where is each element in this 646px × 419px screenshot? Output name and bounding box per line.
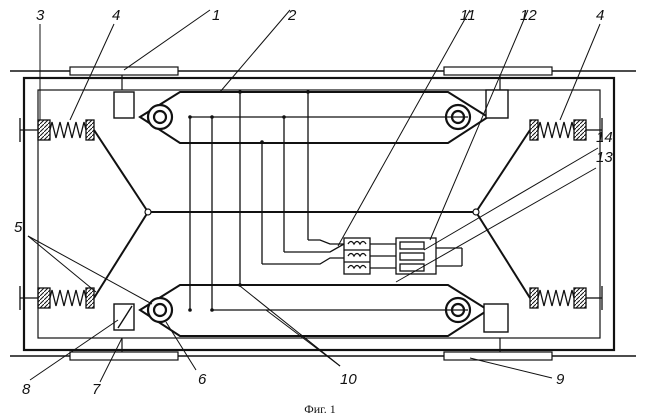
reference-labels: 1 2 3 4 4 11 12 14 13 5 8 7 6 10 9: [14, 7, 613, 398]
label-14: 14: [596, 129, 613, 146]
coil-block: [344, 238, 370, 274]
wheel-sets: [148, 105, 470, 322]
resistor-block: [370, 238, 462, 274]
label-4-left: 4: [112, 7, 120, 24]
label-3: 3: [36, 7, 45, 24]
label-9: 9: [556, 371, 565, 388]
figure-caption: Фиг. 1: [304, 402, 335, 416]
car-body-frame: [24, 78, 614, 350]
bogie-frames: [140, 92, 488, 336]
sensor-8: [114, 304, 134, 330]
label-12: 12: [520, 7, 537, 24]
label-6: 6: [198, 371, 207, 388]
label-10: 10: [340, 371, 357, 388]
linkage-rods: [94, 130, 530, 298]
label-13: 13: [596, 149, 613, 166]
label-5: 5: [14, 219, 23, 236]
rails: [10, 71, 636, 356]
label-2: 2: [287, 7, 297, 24]
label-7: 7: [92, 381, 101, 398]
label-8: 8: [22, 381, 31, 398]
label-11: 11: [460, 7, 476, 24]
label-4-right: 4: [596, 7, 604, 24]
junction-dots: [188, 90, 310, 312]
label-1: 1: [212, 7, 220, 24]
control-lines: [190, 92, 468, 310]
